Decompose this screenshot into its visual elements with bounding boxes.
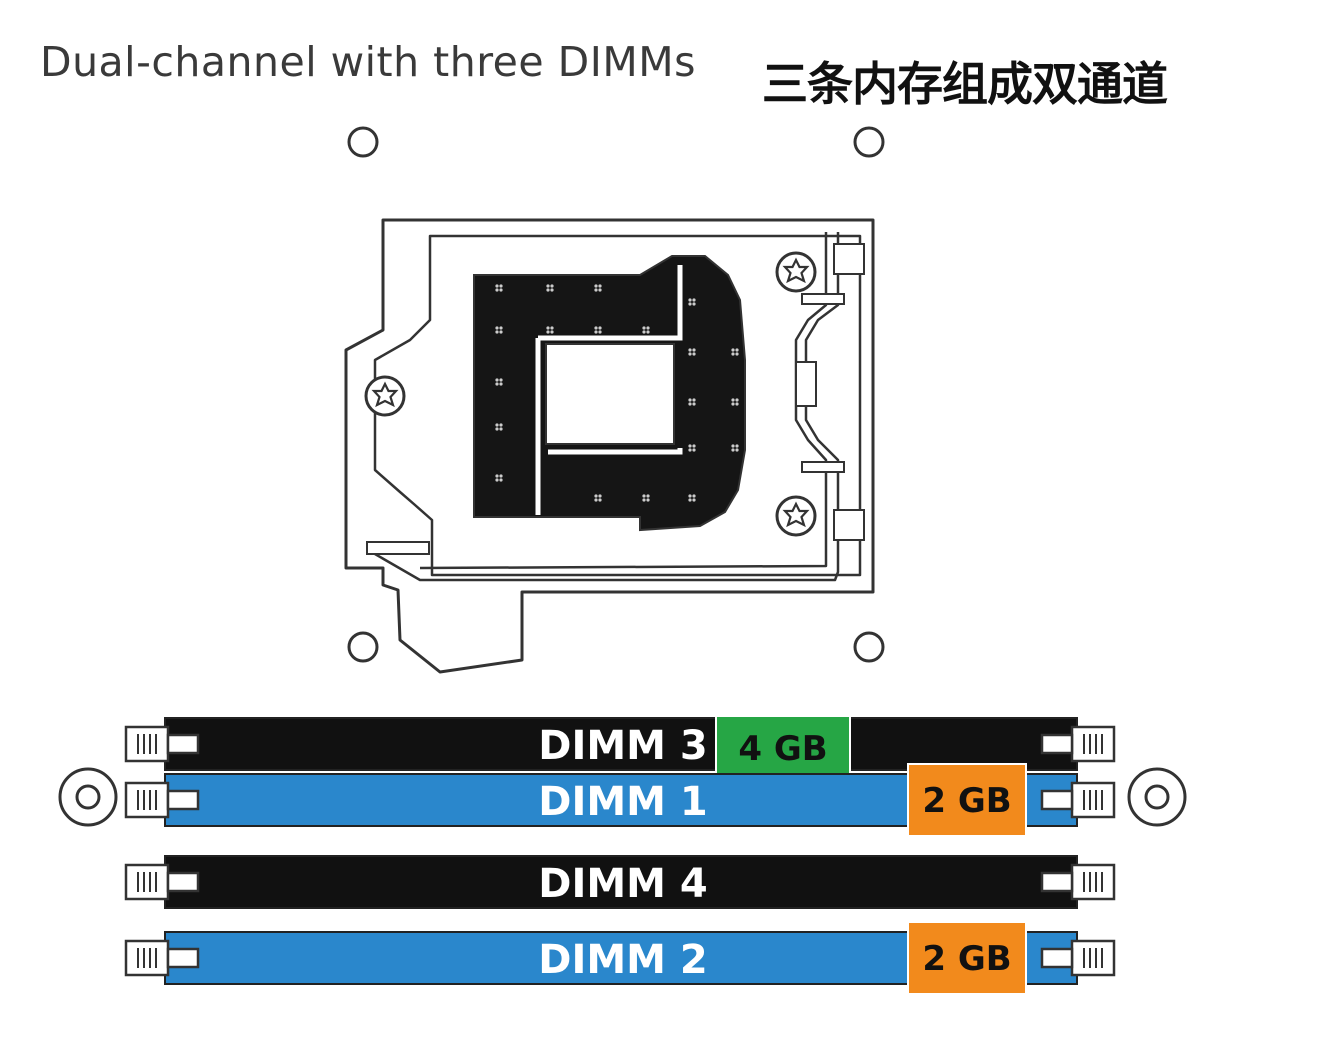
slot-latch-left[interactable] bbox=[124, 939, 200, 977]
module-capacity: 2 GB bbox=[922, 781, 1011, 821]
socket-screw-top-right bbox=[775, 251, 817, 293]
socket-center-window bbox=[545, 343, 675, 445]
slot-latch-right[interactable] bbox=[1040, 863, 1116, 901]
cpu-socket bbox=[344, 218, 875, 674]
slot-latch-left[interactable] bbox=[124, 781, 200, 819]
mount-hole-top-right bbox=[853, 126, 885, 158]
slot-latch-right[interactable] bbox=[1040, 725, 1116, 763]
socket-load-lever bbox=[367, 232, 840, 582]
module-badge: 2 GB bbox=[907, 763, 1027, 837]
slot-latch-right[interactable] bbox=[1040, 781, 1116, 819]
mount-hole-bottom-left bbox=[347, 631, 379, 663]
dimm-mount-hole-right bbox=[1127, 767, 1187, 827]
dimm-slot-dimm4: DIMM 4 bbox=[124, 855, 1116, 909]
slot-latch-left[interactable] bbox=[124, 863, 200, 901]
mount-hole-bottom-right bbox=[853, 631, 885, 663]
module-badge: 4 GB bbox=[715, 715, 851, 781]
dimm-slot-dimm3: DIMM 3 4 GB bbox=[124, 715, 1116, 781]
slot-latch-right[interactable] bbox=[1040, 939, 1116, 977]
title-chinese: 三条内存组成双通道 bbox=[762, 57, 1168, 111]
slot-label: DIMM 4 bbox=[538, 861, 707, 907]
dimm-mount-hole-left bbox=[58, 767, 118, 827]
module-capacity: 2 GB bbox=[922, 939, 1011, 979]
dimm-slot-dimm1: DIMM 1 2 GB bbox=[124, 763, 1116, 837]
title-english: Dual-channel with three DIMMs bbox=[40, 38, 696, 86]
slot-label: DIMM 3 bbox=[538, 723, 707, 769]
slot-label: DIMM 2 bbox=[538, 937, 707, 983]
mount-hole-top-left bbox=[347, 126, 379, 158]
module-badge: 2 GB bbox=[907, 921, 1027, 995]
socket-screw-bottom-right bbox=[775, 495, 817, 537]
module-capacity: 4 GB bbox=[738, 729, 827, 769]
dimm-slot-dimm2: DIMM 2 2 GB bbox=[124, 921, 1116, 995]
slot-label: DIMM 1 bbox=[538, 779, 707, 825]
slot-latch-left[interactable] bbox=[124, 725, 200, 763]
socket-screw-left bbox=[364, 375, 406, 417]
